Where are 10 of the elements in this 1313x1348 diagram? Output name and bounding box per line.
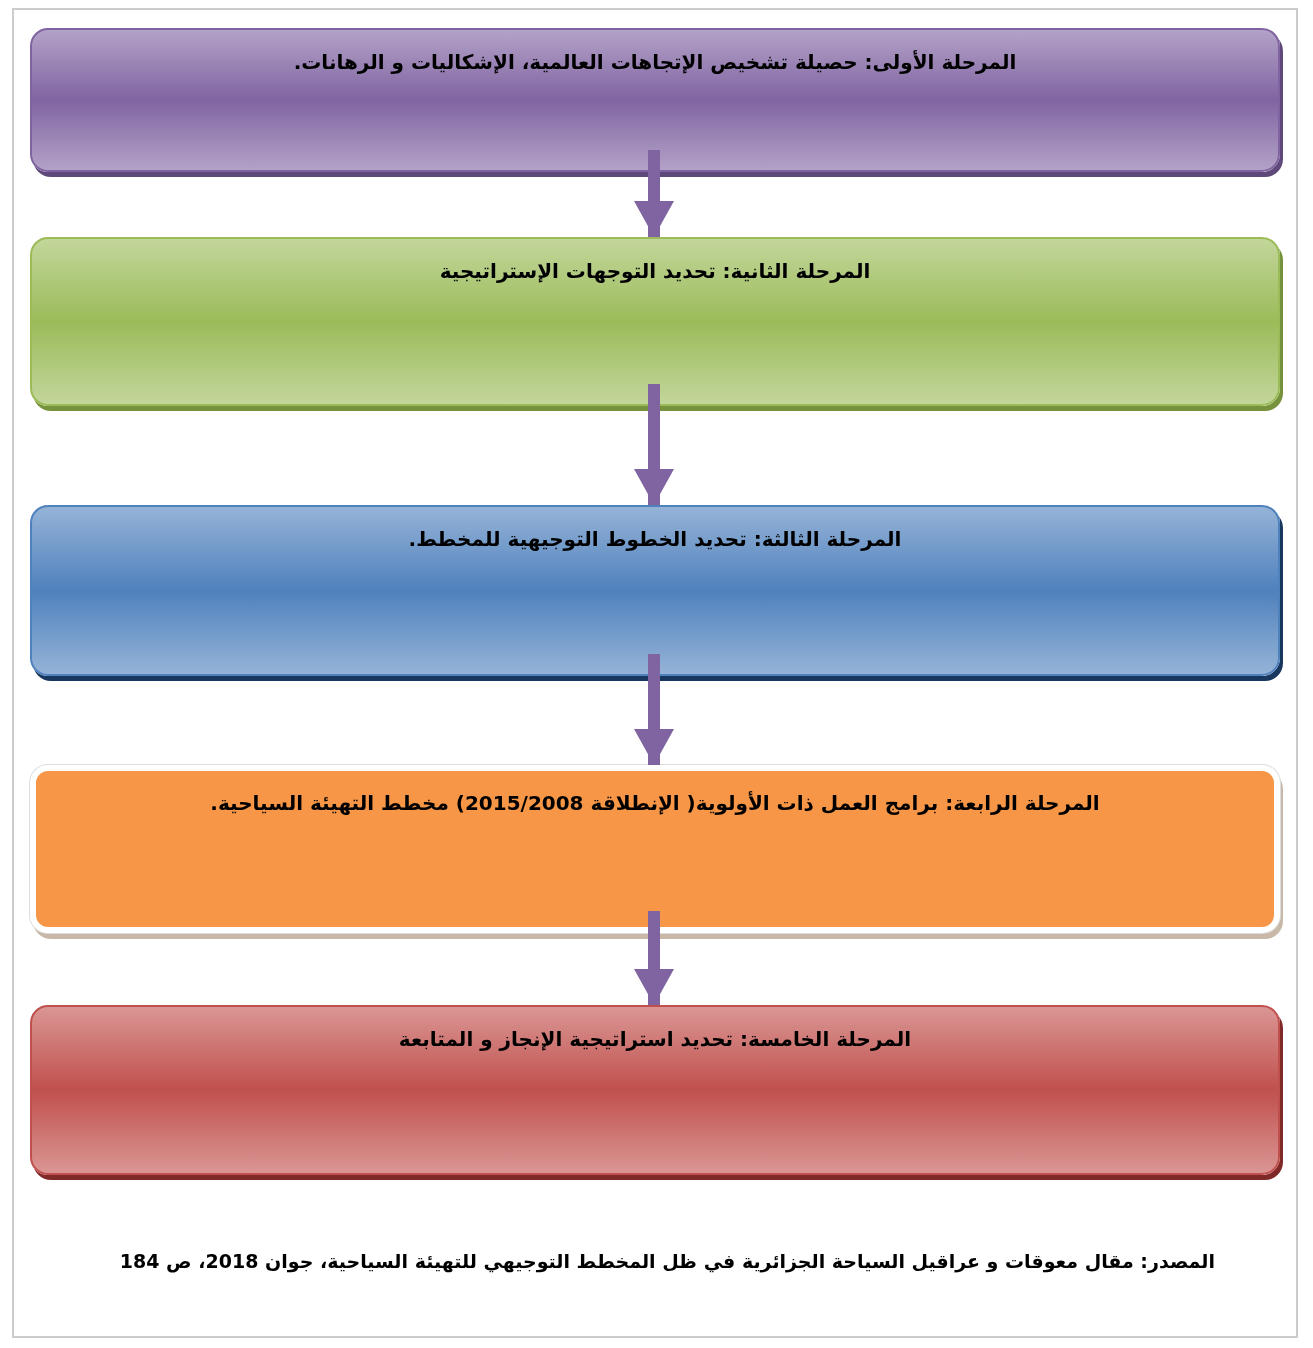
stage-text: المرحلة الأولى: حصيلة تشخيص الإتجاهات العالمية، الإشكاليات و الرهانات.: [292, 49, 1018, 76]
arrow: [634, 150, 674, 237]
source-caption: المصدر: مقال معوقات و عراقيل السياحة الجزائرية في ظل المخطط التوجيهي للتهيئة السياحية، جوان 2018، ص 184: [119, 1250, 1215, 1272]
arrow: [634, 654, 674, 765]
stage-text: المرحلة الرابعة: برامج العمل ذات الأولوية( الإنطلاقة 2015/2008) مخطط التهيئة السياحية.: [209, 790, 1101, 817]
stage-text: المرحلة الثالثة: تحديد الخطوط التوجيهية للمخطط.: [407, 526, 903, 553]
arrow: [634, 911, 674, 1005]
stage-text: المرحلة الثانية: تحديد التوجهات الإستراتيجية: [438, 258, 872, 285]
stage-text: المرحلة الخامسة: تحديد استراتيجية الإنجاز و المتابعة: [397, 1026, 913, 1053]
arrow: [634, 384, 674, 505]
